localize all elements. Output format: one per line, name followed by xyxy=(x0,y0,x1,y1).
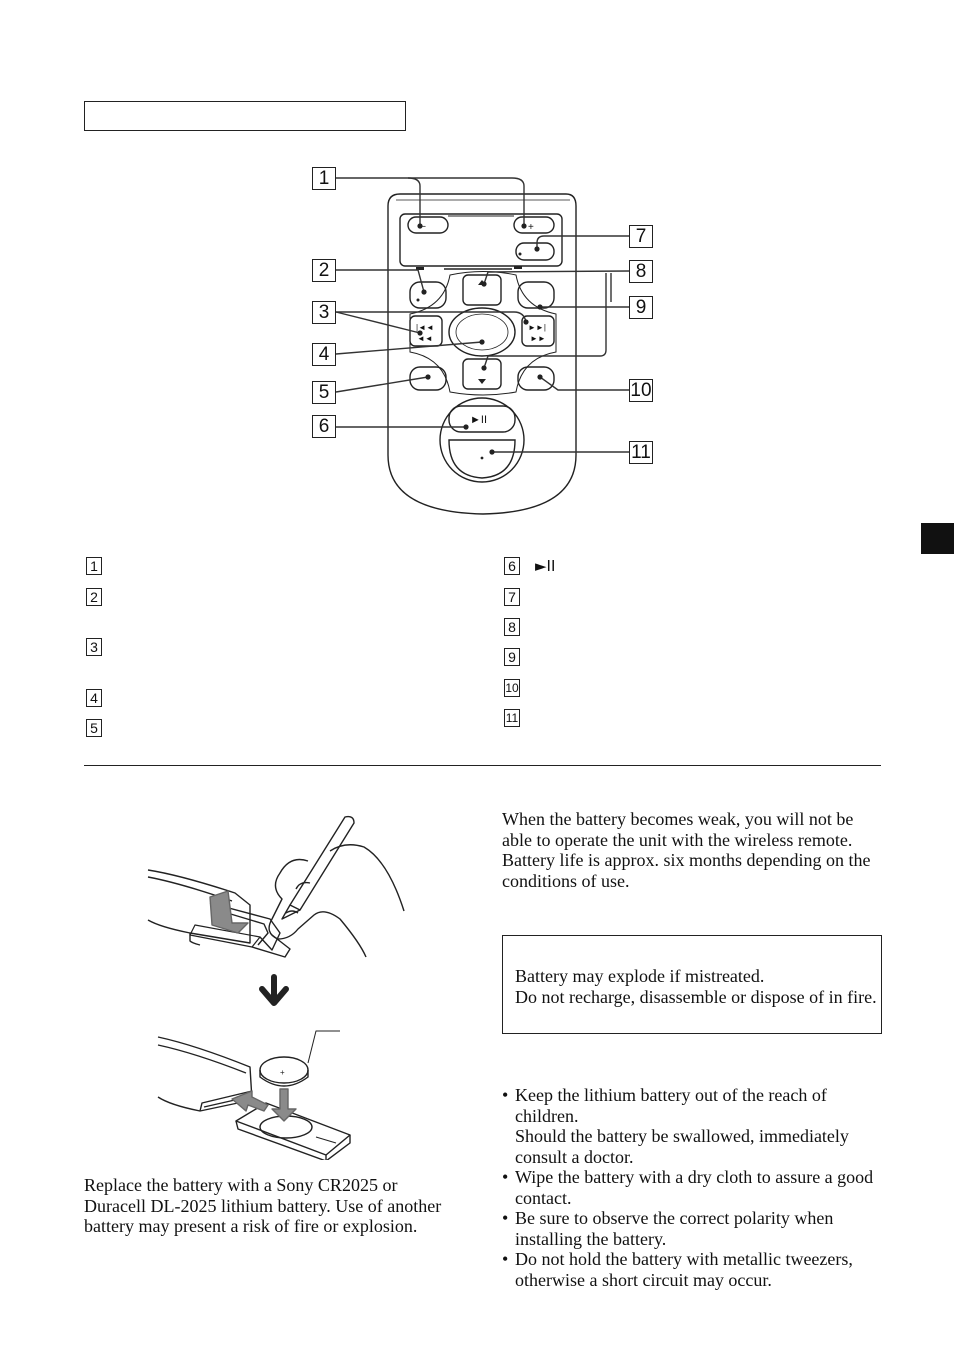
callout-7: 7 xyxy=(629,225,653,248)
replace-battery-text: Replace the battery with a Sony CR2025 o… xyxy=(84,1175,442,1236)
note-text: Do not hold the battery with metallic tw… xyxy=(515,1249,853,1290)
legend-num-4: 4 xyxy=(86,689,102,707)
list-item: Do not hold the battery with metallic tw… xyxy=(502,1249,882,1290)
vol-plus-label: + xyxy=(528,222,534,233)
remote-body xyxy=(387,193,577,515)
note-subtext: Should the battery be swallowed, immedia… xyxy=(515,1126,849,1167)
list-button xyxy=(517,366,555,391)
legend-num-3: 3 xyxy=(86,638,102,656)
caution-line-2: Do not recharge, disassemble or dispose … xyxy=(515,986,877,1007)
center-button xyxy=(448,307,516,357)
top-panel xyxy=(399,213,563,267)
vol-minus-button xyxy=(407,216,449,234)
callout-9: 9 xyxy=(629,296,653,319)
caution-box: Battery may explode if mistreated. Do no… xyxy=(502,935,882,1034)
battery-replacement-illustration: + xyxy=(147,815,405,1160)
vol-plus-button xyxy=(513,216,555,234)
dsp-button xyxy=(409,281,447,309)
battery-notes-list: Keep the lithium battery out of the reac… xyxy=(502,1085,882,1290)
svg-text:+: + xyxy=(280,1068,285,1077)
play-ring xyxy=(439,397,525,483)
legend-num-1: 1 xyxy=(86,557,102,575)
callout-10: 10 xyxy=(629,379,653,402)
play-pause-label: ►II xyxy=(470,414,487,426)
battery-life-text: Battery life is approx. six months depen… xyxy=(502,850,871,891)
legend-num-11: 11 xyxy=(504,709,520,727)
section-divider xyxy=(84,765,881,767)
note-text: Wipe the battery with a dry cloth to ass… xyxy=(515,1167,874,1208)
section-title-box xyxy=(84,101,406,131)
side-tab-marker xyxy=(921,523,954,554)
up-button xyxy=(462,274,502,306)
note-text: Be sure to observe the correct polarity … xyxy=(515,1208,834,1249)
battery-info-block: When the battery becomes weak, you will … xyxy=(502,809,882,891)
callout-1: 1 xyxy=(312,167,336,190)
svg-text:|◄◄: |◄◄ xyxy=(416,323,434,332)
legend-play-pause-glyph: ►II xyxy=(535,557,556,575)
vol-minus-label: – xyxy=(420,221,426,232)
callout-4: 4 xyxy=(312,343,336,366)
legend-num-6: 6 xyxy=(504,557,520,575)
down-button xyxy=(462,358,502,390)
legend-num-7: 7 xyxy=(504,588,520,606)
svg-text:◄◄: ◄◄ xyxy=(417,334,433,343)
list-item: Keep the lithium battery out of the reac… xyxy=(502,1085,882,1167)
callout-5: 5 xyxy=(312,381,336,404)
svg-text:►►|: ►►| xyxy=(528,323,546,332)
caution-line-1: Battery may explode if mistreated. xyxy=(515,966,765,986)
callout-6: 6 xyxy=(312,415,336,438)
play-pause-button xyxy=(448,405,516,433)
mode-button xyxy=(517,281,555,309)
svg-text:►►: ►► xyxy=(530,334,546,343)
callout-8: 8 xyxy=(629,260,653,283)
dpad-outline xyxy=(409,271,557,396)
legend-num-9: 9 xyxy=(504,648,520,666)
callout-11: 11 xyxy=(629,441,653,464)
remote-control-diagram: – + |◄◄ ◄◄ ►►| ►► ►II xyxy=(335,177,630,515)
battery-weak-text: When the battery becomes weak, you will … xyxy=(502,809,854,850)
legend-num-2: 2 xyxy=(86,588,102,606)
note-text: Keep the lithium battery out of the reac… xyxy=(515,1085,827,1126)
callout-2: 2 xyxy=(312,259,336,282)
legend-num-10: 10 xyxy=(504,679,520,697)
list-item: Wipe the battery with a dry cloth to ass… xyxy=(502,1167,882,1208)
list-item: Be sure to observe the correct polarity … xyxy=(502,1208,882,1249)
off-button xyxy=(409,366,447,391)
legend-num-8: 8 xyxy=(504,618,520,636)
legend-num-5: 5 xyxy=(86,719,102,737)
callout-3: 3 xyxy=(312,301,336,324)
seek-forward-button xyxy=(521,315,555,347)
source-button xyxy=(515,242,555,261)
